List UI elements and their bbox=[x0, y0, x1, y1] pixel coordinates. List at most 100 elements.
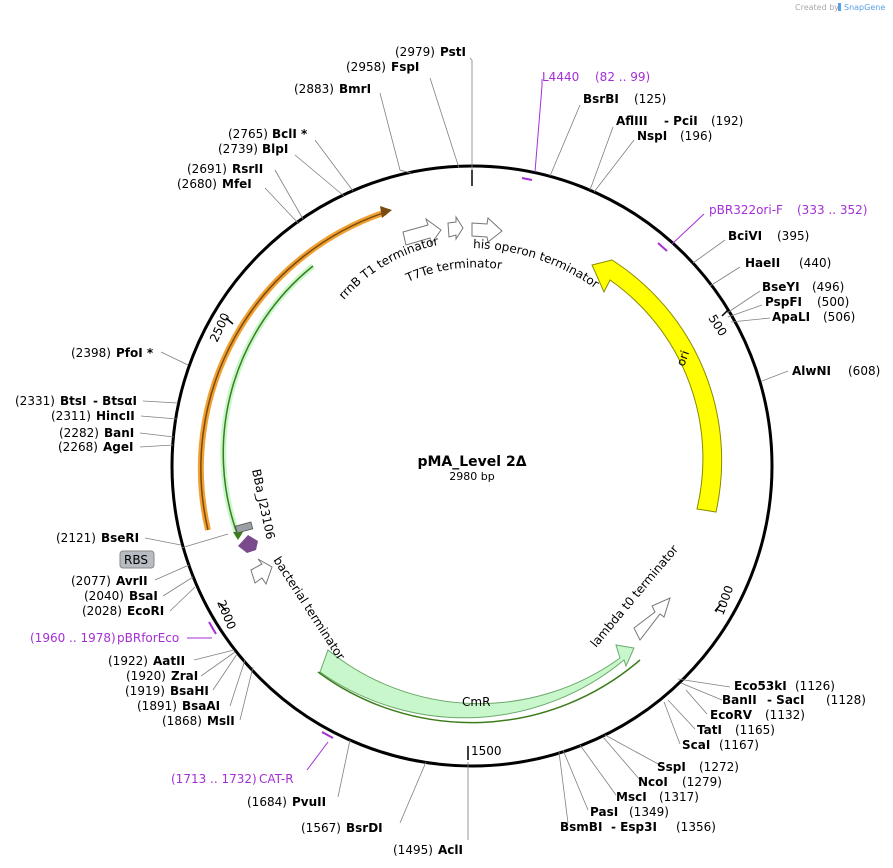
enzyme-pos: (1922) bbox=[108, 654, 148, 668]
his-terminator-arrow[interactable] bbox=[471, 217, 503, 243]
enzyme-pos: (2398) bbox=[71, 346, 111, 360]
t7te-terminator-label: T7Te terminator bbox=[403, 256, 503, 285]
enzyme-fspI[interactable]: FspI bbox=[391, 60, 419, 74]
lambda-terminator-label: lambda t0 terminator bbox=[588, 542, 681, 650]
svg-text:L4440: L4440 bbox=[542, 70, 579, 84]
position-ticks bbox=[219, 170, 729, 760]
primer-l4440[interactable]: L4440 (82 .. 99) bbox=[521, 70, 650, 181]
snapgene-logo-icon bbox=[838, 3, 841, 11]
enzyme-ncoI[interactable]: NcoI bbox=[638, 775, 668, 789]
enzyme-banII[interactable]: BanII bbox=[722, 693, 757, 707]
enzyme-pos: (395) bbox=[777, 229, 809, 243]
enzyme-zraI[interactable]: ZraI bbox=[171, 669, 198, 683]
enzyme-aatII[interactable]: AatII bbox=[153, 654, 185, 668]
primer-cat-r[interactable]: (1713 .. 1732) CAT-R bbox=[171, 731, 334, 786]
enzyme-pos: (1349) bbox=[629, 805, 669, 819]
enzyme-pos: (2691) bbox=[187, 162, 227, 176]
enzyme-btsalphaI[interactable]: - BtsαI bbox=[93, 394, 137, 408]
enzyme-pstI[interactable]: PstI bbox=[440, 45, 466, 59]
enzyme-pos: (1920) bbox=[126, 669, 166, 683]
enzyme-pos: (2958) bbox=[346, 60, 386, 74]
rbs-badge[interactable] bbox=[119, 550, 155, 569]
enzyme-pasI[interactable]: PasI bbox=[590, 805, 618, 819]
enzyme-haeII[interactable]: HaeII bbox=[745, 256, 780, 270]
tick-label-500: 500 bbox=[705, 312, 729, 339]
enzyme-pos: (2040) bbox=[84, 589, 124, 603]
bba-j23106-label: BBa_J23106 bbox=[249, 468, 278, 541]
cmr-arrow[interactable] bbox=[319, 644, 635, 719]
enzyme-bsrBI[interactable]: BsrBI bbox=[583, 92, 619, 106]
enzyme-ecoRV[interactable]: EcoRV bbox=[710, 708, 753, 722]
enzyme-bciVI[interactable]: BciVI bbox=[728, 229, 762, 243]
enzyme-pos: (496) bbox=[812, 280, 844, 294]
enzyme-ecoRI[interactable]: EcoRI bbox=[127, 604, 164, 618]
bba-promoter-arrow[interactable] bbox=[238, 535, 258, 553]
enzyme-blpI[interactable]: BlpI bbox=[262, 142, 288, 156]
bacterial-terminator-arrow[interactable] bbox=[250, 558, 273, 586]
enzyme-sspI[interactable]: SspI bbox=[657, 760, 686, 774]
enzyme-ageI[interactable]: AgeI bbox=[103, 440, 133, 454]
enzyme-bclI[interactable]: BclI * bbox=[272, 127, 308, 141]
enzyme-pspFI[interactable]: PspFI bbox=[765, 295, 802, 309]
enzyme-pos: (1317) bbox=[659, 790, 699, 804]
enzyme-btsI[interactable]: BtsI bbox=[60, 394, 87, 408]
enzyme-pos: (192) bbox=[711, 114, 743, 128]
enzyme-pos: (1891) bbox=[137, 699, 177, 713]
enzyme-mscI[interactable]: MscI bbox=[616, 790, 647, 804]
enzyme-rsrII[interactable]: RsrII bbox=[232, 162, 263, 176]
lambda-terminator-arrow[interactable] bbox=[633, 597, 671, 641]
bba-j23106-box[interactable] bbox=[235, 521, 254, 534]
enzyme-pfoI[interactable]: PfoI * bbox=[116, 346, 154, 360]
green-arrow-head-left bbox=[233, 532, 243, 540]
enzyme-scaI[interactable]: ScaI bbox=[682, 738, 710, 752]
enzyme-nspI[interactable]: NspI bbox=[637, 129, 667, 143]
svg-text:pBR322ori-F: pBR322ori-F bbox=[709, 203, 783, 217]
bacterial-terminator-label: bacterial terminator bbox=[270, 554, 347, 662]
enzyme-bsmBI[interactable]: BsmBI bbox=[560, 820, 602, 834]
enzyme-bseYI[interactable]: BseYI bbox=[762, 280, 800, 294]
enzyme-pos: (2028) bbox=[82, 604, 122, 618]
enzyme-banI[interactable]: BanI bbox=[104, 426, 134, 440]
enzyme-pos: (1684) bbox=[247, 795, 287, 809]
enzyme-apaLI[interactable]: ApaLI bbox=[772, 310, 810, 324]
enzyme-avrII[interactable]: AvrII bbox=[116, 574, 148, 588]
svg-text:CAT-R: CAT-R bbox=[259, 772, 294, 786]
enzyme-pos: (2282) bbox=[59, 426, 99, 440]
enzyme-pciI[interactable]: - PciI bbox=[664, 114, 698, 128]
enzyme-afliii[interactable]: AflIII bbox=[616, 114, 648, 128]
enzyme-pos: (2077) bbox=[71, 574, 111, 588]
enzyme-bsaHI[interactable]: BsaHI bbox=[170, 684, 209, 698]
enzyme-pos: (2311) bbox=[51, 409, 91, 423]
enzyme-aclI[interactable]: AclI bbox=[438, 843, 463, 857]
enzyme-esp3I[interactable]: - Esp3I bbox=[611, 820, 657, 834]
enzyme-sacI[interactable]: - SacI bbox=[767, 693, 805, 707]
enzyme-mslI[interactable]: MslI bbox=[207, 714, 235, 728]
ori-arrow[interactable] bbox=[591, 259, 723, 513]
enzyme-pvuII[interactable]: PvuII bbox=[292, 795, 326, 809]
t7te-terminator-arrow[interactable] bbox=[447, 215, 464, 241]
credit-text: Created by bbox=[795, 3, 839, 12]
enzyme-pos: (1272) bbox=[699, 760, 739, 774]
enzyme-mfeI[interactable]: MfeI bbox=[222, 177, 252, 191]
primer-pbr322ori-f[interactable]: pBR322ori-F (333 .. 352) bbox=[657, 203, 867, 252]
enzyme-pos: (1126) bbox=[795, 679, 835, 693]
enzyme-pos: (1356) bbox=[676, 820, 716, 834]
enzyme-bsrDI[interactable]: BsrDI bbox=[346, 821, 383, 835]
enzyme-pos: (2680) bbox=[177, 177, 217, 191]
enzyme-pos: (1919) bbox=[125, 684, 165, 698]
rrnb-terminator-arrow[interactable] bbox=[402, 217, 442, 246]
enzyme-bsaI[interactable]: BsaI bbox=[129, 589, 158, 603]
orange-feature-arc[interactable] bbox=[197, 209, 387, 531]
tick-label-1500: 1500 bbox=[471, 744, 502, 758]
svg-text:pBRforEco: pBRforEco bbox=[117, 631, 179, 645]
rbs-leader bbox=[180, 533, 229, 549]
enzyme-tatI[interactable]: TatI bbox=[697, 723, 722, 737]
enzyme-bsaAI[interactable]: BsaAI bbox=[182, 699, 220, 713]
enzyme-alwNI[interactable]: AlwNI bbox=[792, 364, 831, 378]
enzyme-bseRI[interactable]: BseRI bbox=[101, 531, 139, 545]
enzyme-eco53kI[interactable]: Eco53kI bbox=[734, 679, 787, 693]
enzyme-hincII[interactable]: HincII bbox=[96, 409, 135, 423]
enzyme-bmrI[interactable]: BmrI bbox=[339, 82, 371, 96]
primer-pbrforeco[interactable]: (1960 .. 1978) pBRforEco bbox=[30, 621, 217, 645]
